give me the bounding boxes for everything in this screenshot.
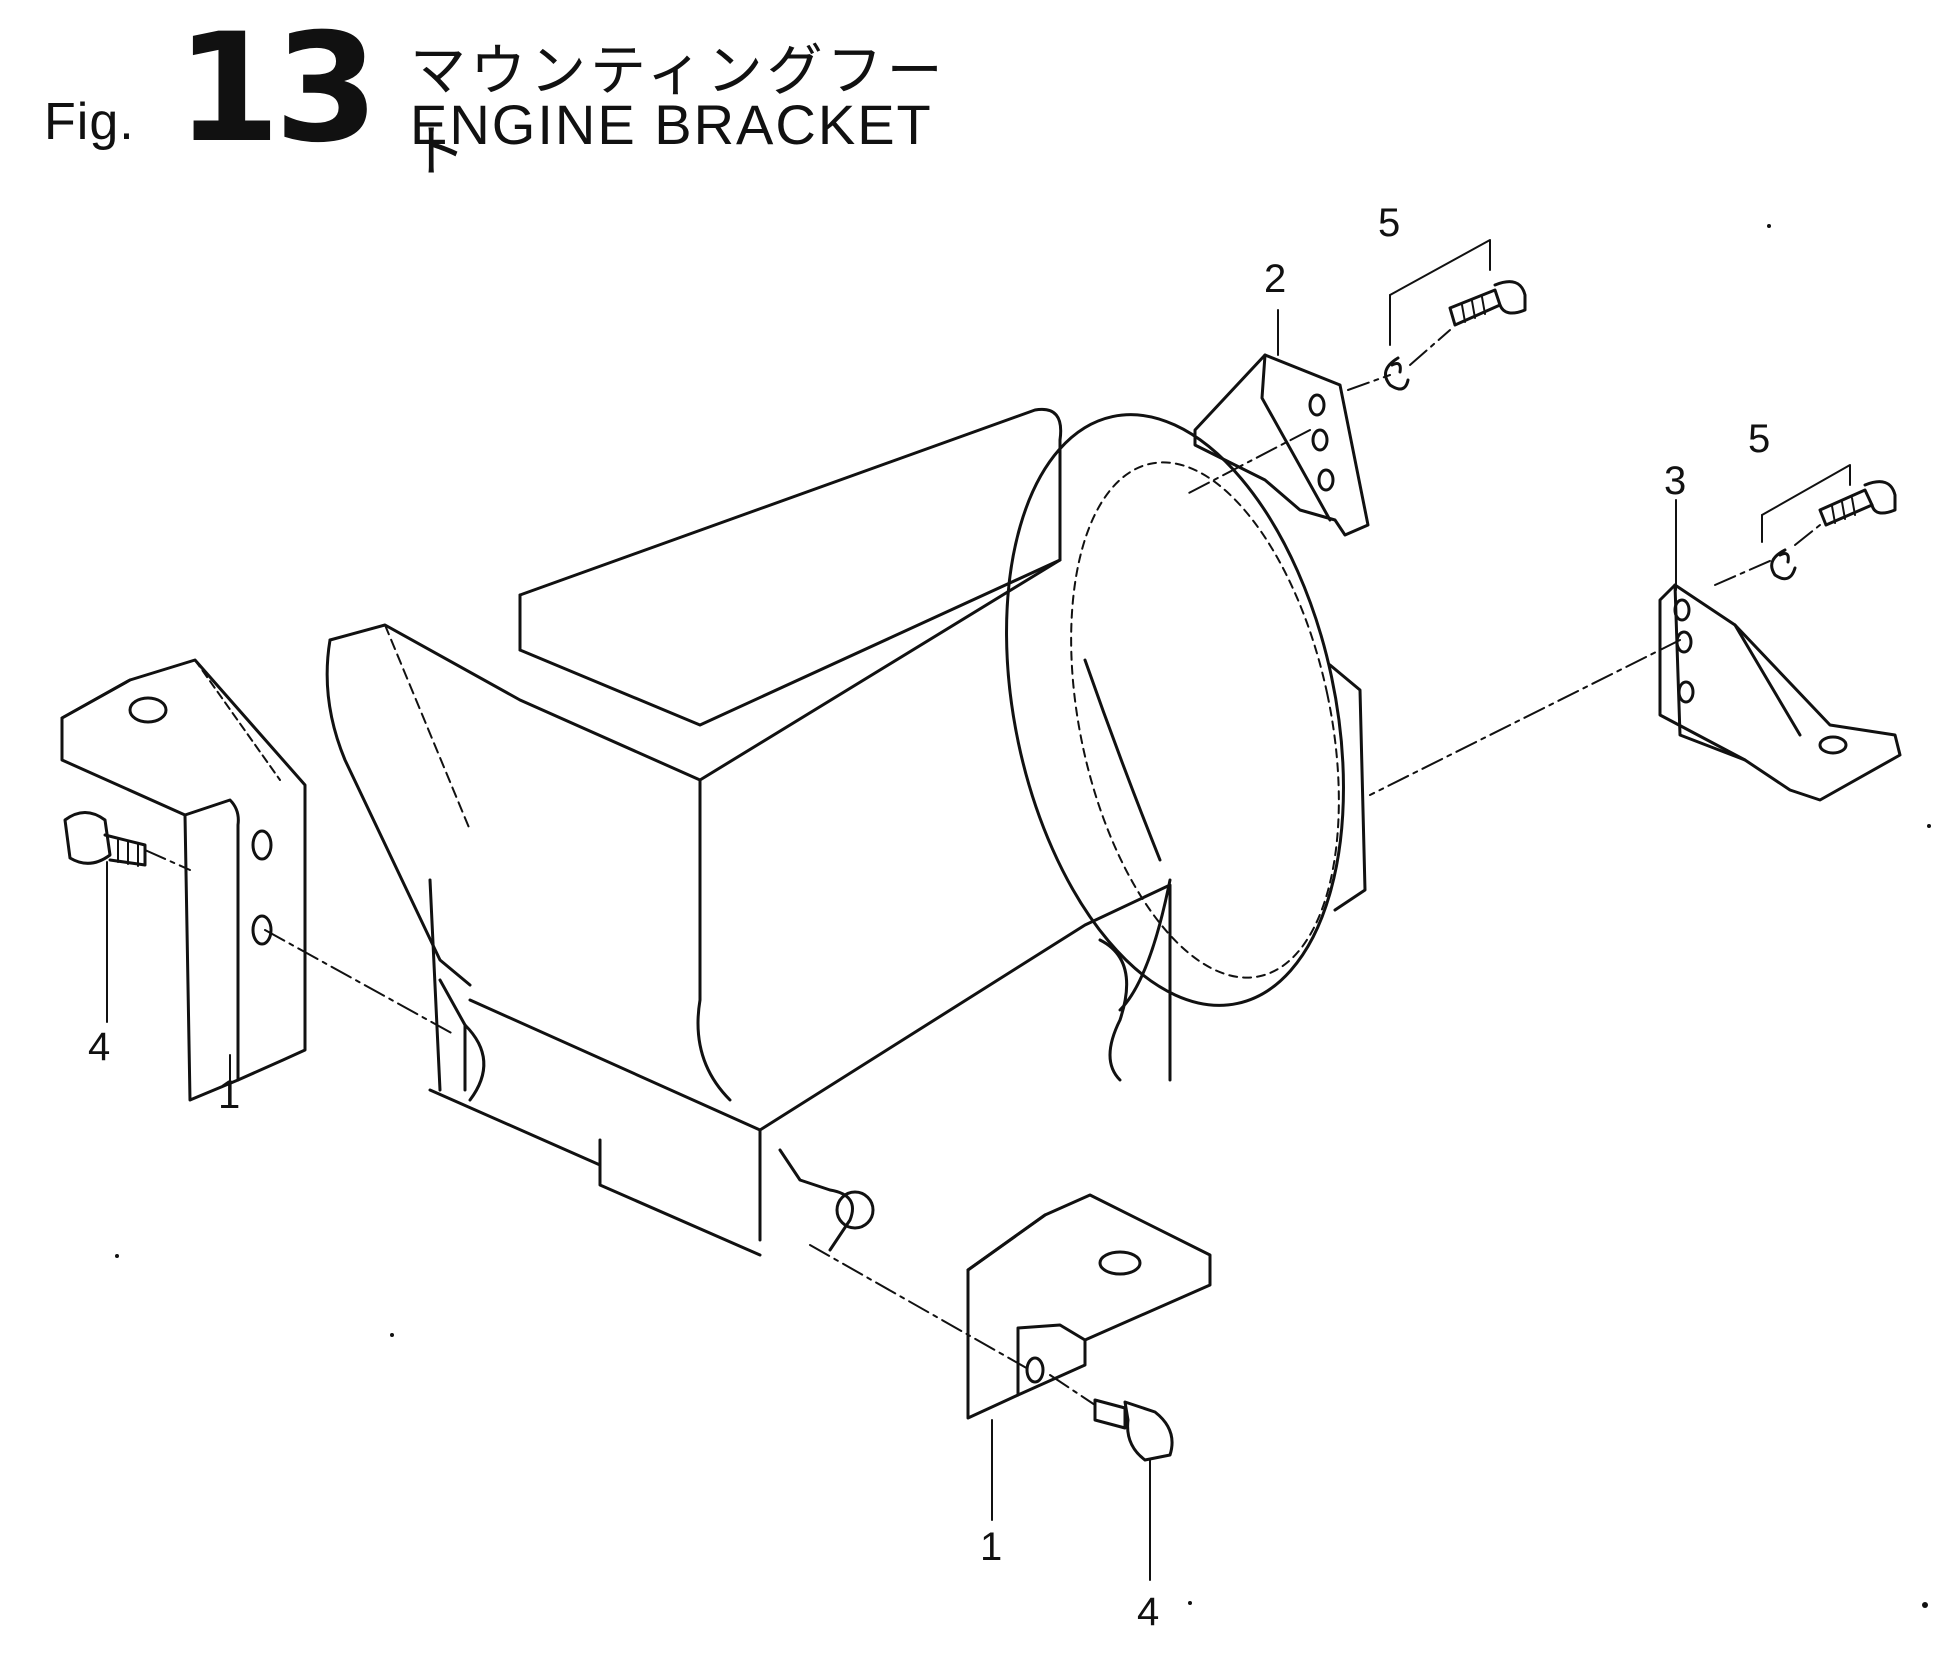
title-japanese: マウンティングフート (410, 39, 947, 185)
figure-header: Fig. 13 マウンティングフート ENGINE BRACKET (0, 0, 1000, 185)
bracket-1-front-left (60, 658, 307, 1102)
scan-specks (115, 224, 1931, 1608)
bracket-2-rear-left (1193, 353, 1370, 537)
figure-number: 13 (176, 2, 379, 176)
callout-front-left-bracket: 1 (218, 1073, 240, 1117)
leader-lines (106, 239, 1851, 1581)
callout-washer-rear-right: 5 (1748, 417, 1770, 461)
callout-washer-rear-left: 5 (1378, 201, 1400, 245)
bolt-rear-left (1448, 280, 1527, 327)
bracket-3-rear-right (1658, 583, 1902, 802)
callout-front-right-bracket: 1 (980, 1525, 1002, 1569)
centerlines (144, 329, 1821, 1406)
bracket-1-front-right (966, 1193, 1212, 1420)
bolt-rear-right (1818, 480, 1897, 527)
callout-rear-left-bracket: 2 (1264, 257, 1286, 301)
washer-5-rear-right (1770, 548, 1797, 581)
callout-bolt-left: 4 (88, 1025, 110, 1069)
washer-5-rear-left (1384, 356, 1410, 391)
callout-labels: 1 1 2 3 4 4 5 5 (88, 201, 1770, 1634)
callout-rear-right-bracket: 3 (1664, 459, 1686, 503)
bolt-4-bottom (1093, 1398, 1174, 1462)
figure-prefix: Fig. (44, 93, 135, 151)
title-english: ENGINE BRACKET (410, 93, 933, 156)
engine-block (325, 407, 1367, 1257)
callout-bolt-bottom: 4 (1137, 1590, 1159, 1634)
bolt-4-left (63, 811, 147, 867)
